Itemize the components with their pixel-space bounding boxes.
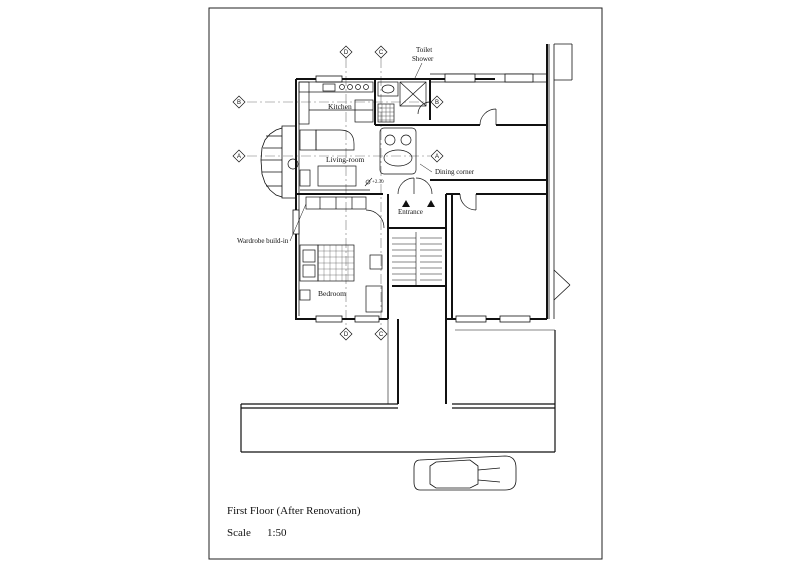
bedroom-furniture — [299, 244, 383, 313]
room-label-entrance: Entrance — [398, 208, 423, 216]
svg-text:D: D — [344, 332, 349, 338]
room-label-bedroom: Bedroom — [318, 289, 346, 298]
svg-text:C: C — [379, 50, 384, 56]
room-label-living: Living-room — [326, 155, 364, 164]
entrance-arrow-left — [402, 200, 410, 207]
doors — [365, 101, 497, 229]
svg-text:B: B — [237, 100, 241, 106]
leader-lines — [289, 62, 433, 242]
windows — [292, 73, 534, 323]
svg-text:C: C — [379, 332, 384, 338]
entrance-arrow-right — [427, 200, 435, 207]
living-furniture — [287, 127, 417, 191]
grid-marker-b-right: B — [430, 95, 444, 109]
svg-text:A: A — [237, 154, 241, 160]
bed-pattern — [318, 245, 354, 281]
street-line — [387, 319, 555, 404]
wardrobe — [305, 196, 367, 210]
svg-text:D: D — [344, 50, 349, 56]
drawing-title: First Floor (After Renovation) — [227, 505, 361, 517]
kitchen-fixtures — [298, 81, 374, 125]
level-mark — [364, 177, 373, 187]
grid-marker-d-bottom: D — [339, 327, 353, 341]
grid-marker-b-left: B — [232, 95, 246, 109]
entrance-arrows — [402, 200, 435, 207]
room-label-shower: Shower — [412, 55, 434, 63]
room-label-dining: Dining corner — [435, 168, 475, 176]
level-mark-label: +2.30 — [372, 180, 384, 185]
car-icon — [413, 455, 517, 491]
svg-text:B: B — [435, 100, 439, 106]
room-label-toilet: Toilet — [416, 46, 432, 54]
grid-marker-c-top: C — [374, 45, 388, 59]
stairs — [392, 232, 442, 286]
site-boundary — [240, 330, 556, 453]
title-block: First Floor (After Renovation) Scale 1:5… — [227, 505, 361, 539]
bathroom-tiles — [378, 104, 394, 122]
grid-marker-d-top: D — [339, 45, 353, 59]
room-label-kitchen: Kitchen — [328, 102, 352, 111]
walls — [295, 44, 548, 404]
grid-marker-c-bottom: C — [374, 327, 388, 341]
svg-text:A: A — [435, 154, 439, 160]
grid-marker-a-right: A — [430, 149, 444, 163]
grid-marker-a-left: A — [232, 149, 246, 163]
sheet-border — [208, 7, 603, 560]
bay-window — [260, 125, 296, 199]
scale-value: 1:50 — [267, 527, 287, 539]
room-label-wardrobe: Wardrobe build-in — [237, 237, 289, 245]
scale-label: Scale — [227, 527, 251, 539]
